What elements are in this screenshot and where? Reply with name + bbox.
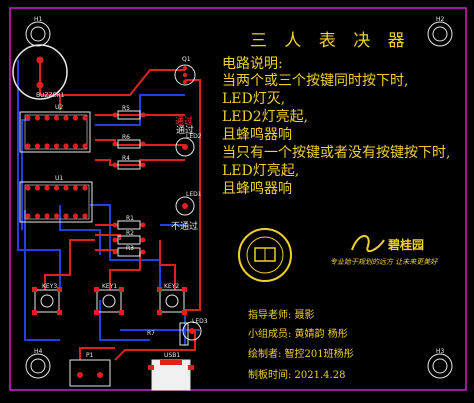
brand-slogan: 专业始于规划的远方 让未来更美好 xyxy=(330,258,438,266)
label-key2: KEY2 xyxy=(164,283,180,290)
desc-line-4: LED2灯亮起, xyxy=(222,109,309,125)
label-pass-red: 通过 xyxy=(175,117,194,127)
chip-pin xyxy=(44,115,50,121)
chip-pin xyxy=(34,185,41,191)
connector-p1 xyxy=(69,359,111,387)
chip-pin xyxy=(25,185,31,191)
label-h3: H3 xyxy=(436,348,445,355)
desc-line-6: 当只有一个按键或者没有按键按下时, xyxy=(222,145,451,161)
label-h1: H1 xyxy=(34,16,43,23)
chip-pin xyxy=(44,143,50,149)
chip-pin xyxy=(72,213,79,219)
desc-line-5: 且蜂鸣器响 xyxy=(222,127,292,143)
chip-pin xyxy=(63,115,69,121)
chip-pin xyxy=(44,213,50,219)
mount-hole-h3 xyxy=(427,353,453,379)
led1 xyxy=(175,196,195,216)
chip-pin xyxy=(82,185,88,191)
chip-pin xyxy=(63,185,69,191)
label-h2: H2 xyxy=(436,16,445,23)
label-led2: LED2 xyxy=(186,133,202,140)
label-usb1: USB1 xyxy=(164,352,181,359)
desc-line-1: 电路说明: xyxy=(222,56,283,72)
chip-pin xyxy=(63,213,69,219)
chip-pin xyxy=(25,115,31,121)
label-q1: Q1 xyxy=(182,56,191,63)
label-h4: H4 xyxy=(34,348,43,355)
resistors xyxy=(117,110,189,346)
label-r2: R2 xyxy=(126,230,134,237)
board-outline xyxy=(9,7,467,391)
label-led3: LED3 xyxy=(192,318,208,325)
label-key1: KEY1 xyxy=(102,283,118,290)
label-r6: R6 xyxy=(122,134,130,141)
resistor-pads xyxy=(112,112,146,255)
chip-pins xyxy=(25,115,88,219)
chip-pin xyxy=(72,185,79,191)
desc-line-8: 且蜂鸣器响 xyxy=(222,181,292,197)
label-r7: R7 xyxy=(147,330,155,337)
label-u1: U1 xyxy=(55,175,64,182)
traces-blue xyxy=(17,60,200,345)
buzzer xyxy=(12,44,68,100)
chip-pin xyxy=(53,185,60,191)
desc-line-3: LED灯灭, xyxy=(222,91,286,107)
chip-pin xyxy=(82,143,88,149)
brand-logo xyxy=(351,235,385,253)
chip-pin xyxy=(34,115,41,121)
chip-pin xyxy=(53,143,60,149)
chip-pin xyxy=(53,115,60,121)
chip-pin xyxy=(53,213,60,219)
chip-u2 xyxy=(19,111,91,153)
info-teacher: 指导老师: 聂影 xyxy=(248,310,315,321)
chip-u1 xyxy=(19,181,93,223)
label-pass: 通过 xyxy=(176,126,195,136)
label-key3: KEY3 xyxy=(42,283,58,290)
info-date: 制板时间: 2021.4.28 xyxy=(248,370,346,381)
label-fail: 不通过 xyxy=(171,222,199,232)
board-title: 三 人 表 决 器 xyxy=(250,31,411,51)
chip-pin xyxy=(72,143,79,149)
label-r3: R3 xyxy=(126,245,134,252)
mount-hole-h1 xyxy=(25,21,51,47)
transistor-q1 xyxy=(174,64,196,86)
chip-pin xyxy=(63,143,69,149)
label-buzzer: BUZZER1 xyxy=(36,92,65,99)
chip-pin xyxy=(82,115,88,121)
key-pads xyxy=(32,287,187,315)
label-u2: U2 xyxy=(55,104,64,111)
school-logo xyxy=(238,228,292,282)
chip-pin xyxy=(25,143,31,149)
chip-pin xyxy=(34,213,41,219)
key-buttons xyxy=(34,289,185,313)
connector-usb1 xyxy=(148,359,194,391)
label-r5: R5 xyxy=(122,105,130,112)
led2 xyxy=(175,137,195,157)
chip-pin xyxy=(82,213,88,219)
brand-name: 碧桂园 xyxy=(388,238,425,252)
label-p1: P1 xyxy=(86,352,94,359)
label-led1: LED1 xyxy=(186,191,202,198)
chip-pin xyxy=(25,213,31,219)
mount-hole-h4 xyxy=(25,353,51,379)
label-r4: R4 xyxy=(122,155,130,162)
led3 xyxy=(182,321,202,341)
chip-pin xyxy=(44,185,50,191)
chip-pin xyxy=(72,115,79,121)
info-members: 小组成员: 黄婧韵 杨彤 xyxy=(248,329,348,340)
desc-line-7: LED灯亮起, xyxy=(222,163,300,179)
label-r1: R1 xyxy=(126,215,134,222)
desc-line-2: 当两个或三个按键同时按下时, xyxy=(222,73,409,89)
mount-hole-h2 xyxy=(427,21,453,47)
info-drafter: 绘制者: 智控201班杨彤 xyxy=(248,349,354,360)
chip-pin xyxy=(34,143,41,149)
